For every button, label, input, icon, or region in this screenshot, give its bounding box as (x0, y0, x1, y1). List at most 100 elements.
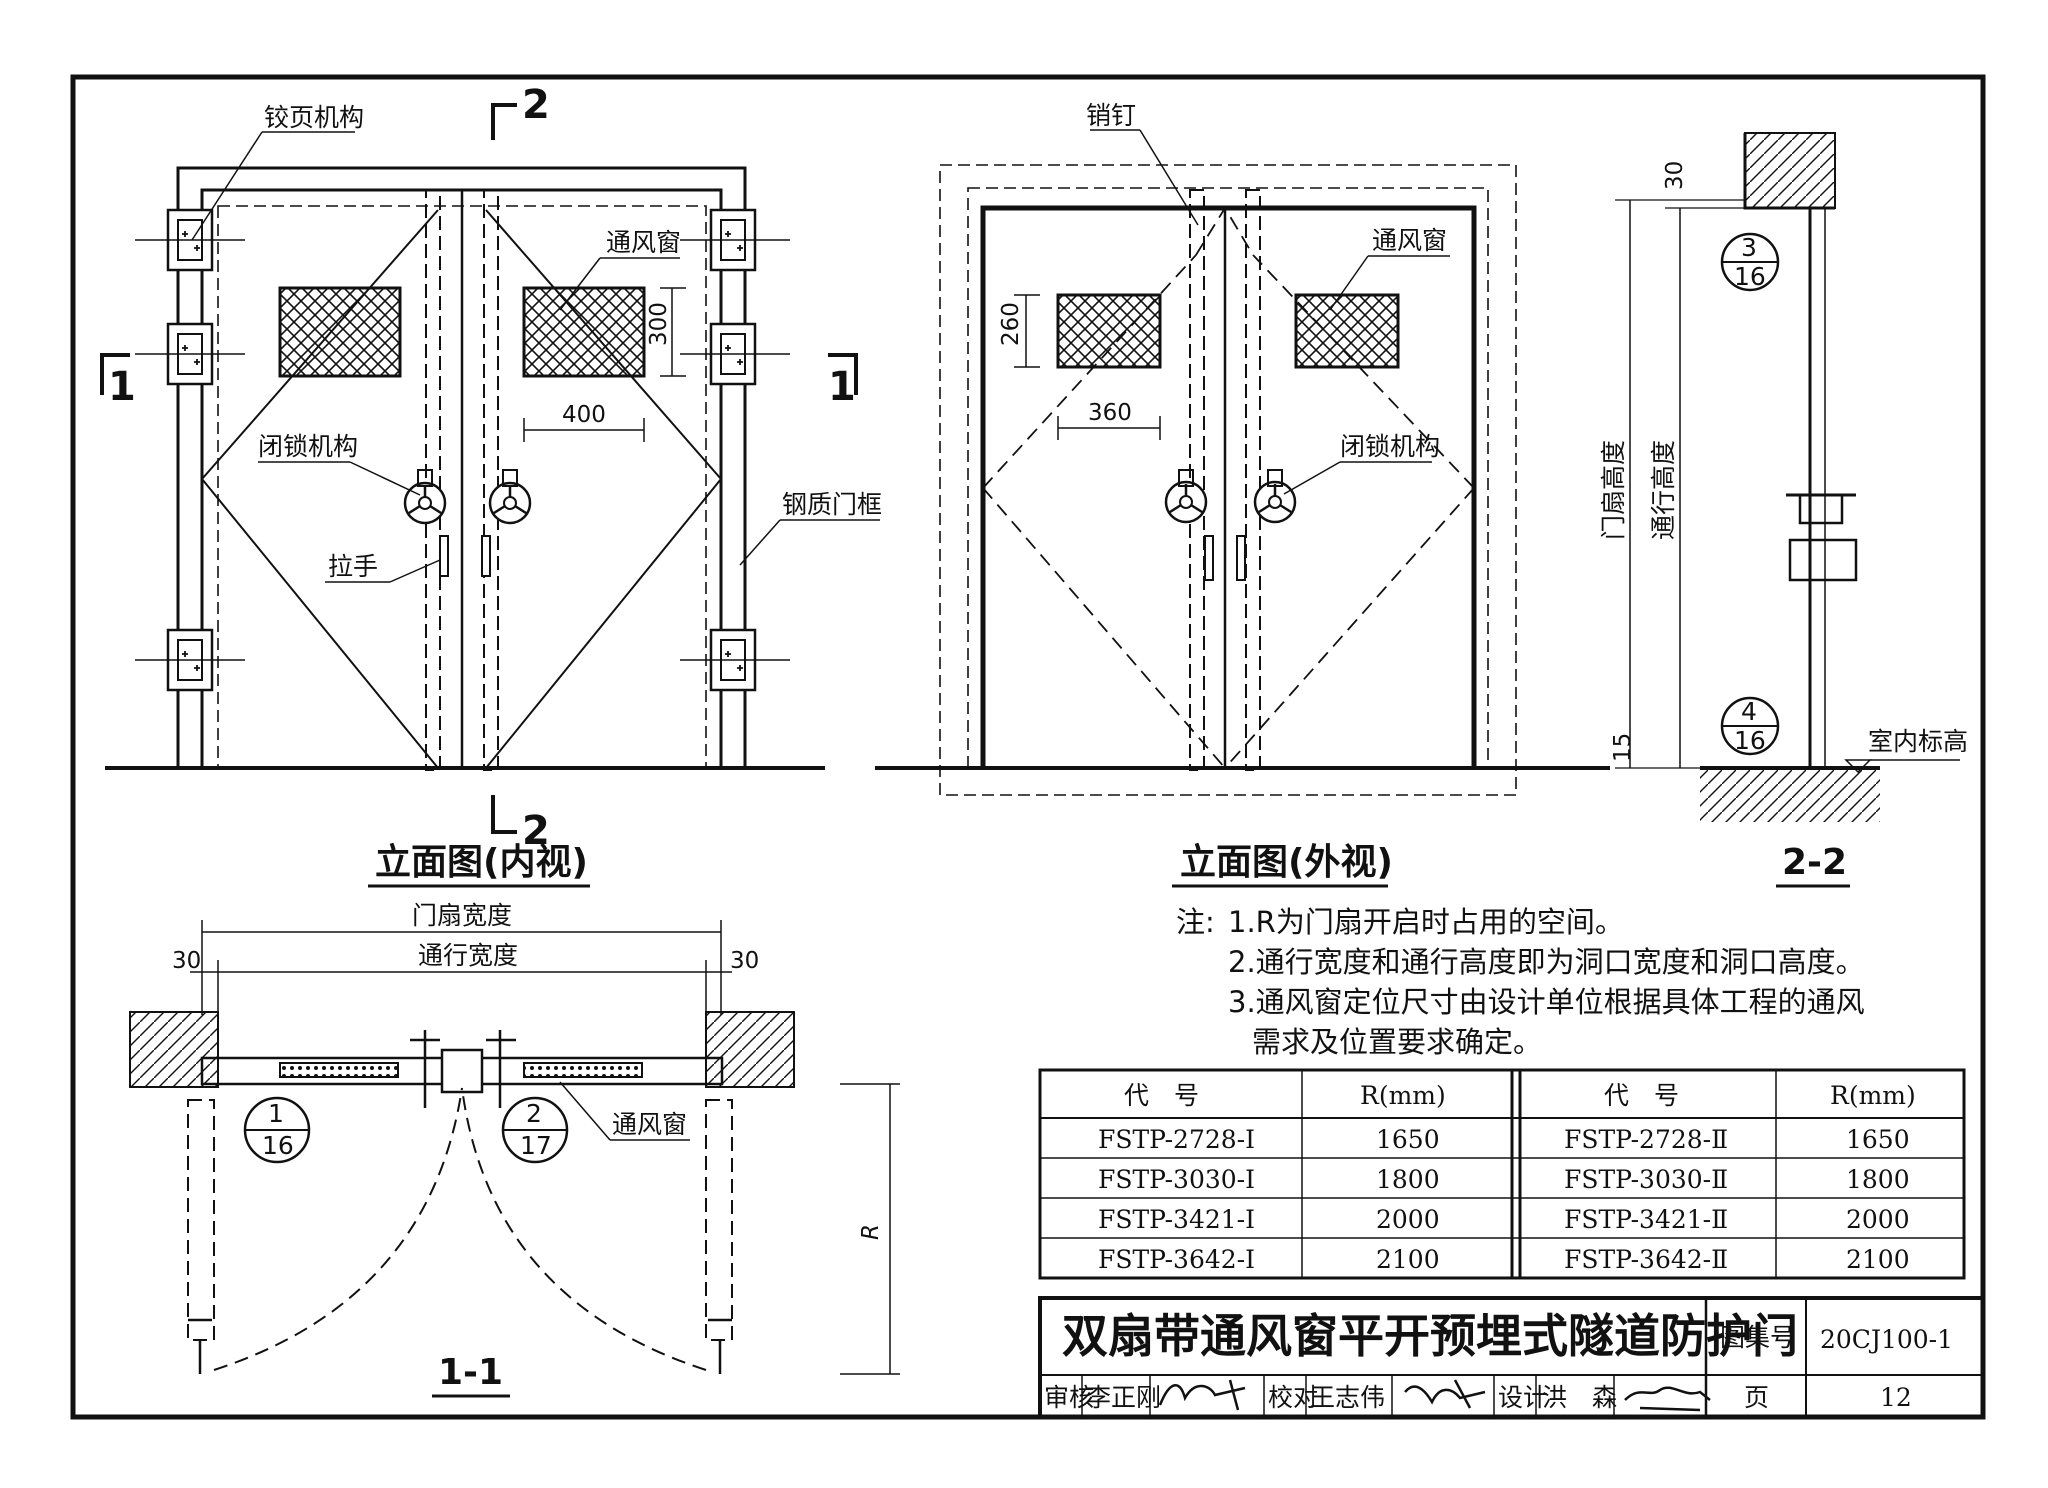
table-cell: FSTP-3421-Ⅱ (1564, 1205, 1728, 1234)
title-section-2-2: 2-2 (1782, 842, 1847, 883)
dim-1-1-left: 30 (172, 948, 201, 974)
label-vent-1-1: 通风窗 (612, 1110, 687, 1139)
svg-text:16: 16 (1734, 262, 1766, 291)
checker-signature (1404, 1379, 1486, 1409)
notes: 注: 1.R为门扇开启时占用的空间。 2.通行宽度和通行高度即为洞口宽度和洞口高… (1176, 905, 1865, 1059)
label-hinge: 铰页机构 (264, 103, 364, 132)
vent-window-outer-left (1056, 293, 1162, 369)
designer-signature (1624, 1386, 1711, 1412)
table-cell: FSTP-2728-Ⅱ (1564, 1125, 1728, 1154)
label-frame: 钢质门框 (782, 490, 882, 519)
label-leaf-width: 门扇宽度 (412, 901, 512, 930)
lock-wheel-right (488, 481, 532, 525)
svg-text:1: 1 (268, 1099, 284, 1128)
table-cell: FSTP-3642-Ⅰ (1098, 1245, 1255, 1274)
table-cell: 2000 (1846, 1205, 1910, 1234)
section-mark-1-right: 1 (828, 364, 856, 410)
label-vent-outer: 通风窗 (1372, 226, 1447, 255)
elevation-outer: 260 360 销钉 通风窗 闭锁机构 立面图(外视) (875, 101, 1610, 888)
handle-left (439, 535, 449, 577)
table-cell: 1800 (1846, 1165, 1910, 1194)
callout-2-17: 2 17 (501, 1096, 569, 1164)
checker-name: 王志伟 (1310, 1383, 1385, 1412)
note-line-3: 3.通风窗定位尺寸由设计单位根据具体工程的通风 (1228, 985, 1865, 1019)
title-elevation-inner: 立面图(内视) (375, 842, 588, 883)
table-cell: FSTP-2728-Ⅰ (1098, 1125, 1255, 1154)
check-label: 校对 (1268, 1383, 1318, 1412)
section-2-2: 30 15 门扇高度 通行高度 3 16 4 16 室内标高 2-2 (1599, 132, 1968, 888)
vent-window-outer-right (1294, 293, 1400, 369)
dim-2-2-bottom: 15 (1610, 733, 1636, 762)
title-section-1-1: 1-1 (438, 1352, 503, 1393)
lock-wheel-left (403, 481, 447, 525)
vent-window-right (522, 286, 646, 378)
svg-text:3: 3 (1741, 233, 1757, 262)
label-pin: 销钉 (1086, 101, 1136, 130)
table-cell: FSTP-3421-Ⅰ (1098, 1205, 1255, 1234)
label-pass-height: 通行高度 (1649, 440, 1678, 540)
design-label: 设计 (1498, 1383, 1548, 1412)
dim-1-1-right: 30 (730, 948, 759, 974)
section-1-1: 门扇宽度 通行宽度 30 30 R 1 16 2 (129, 901, 900, 1398)
label-pass-width: 通行宽度 (418, 941, 518, 970)
dim-outer-vent-height: 260 (998, 302, 1024, 346)
table-cell: FSTP-3642-Ⅱ (1564, 1245, 1728, 1274)
table-cell: 2000 (1376, 1205, 1440, 1234)
svg-text:4: 4 (1741, 697, 1757, 726)
svg-text:16: 16 (262, 1131, 294, 1160)
th-r-2: R(mm) (1830, 1081, 1916, 1110)
note-line-4: 需求及位置要求确定。 (1252, 1025, 1542, 1059)
notes-prefix: 注: (1176, 905, 1215, 939)
callout-1-16: 1 16 (243, 1096, 311, 1164)
page-number: 12 (1880, 1383, 1912, 1412)
callout-4-16: 4 16 (1720, 696, 1780, 756)
reviewer-signature (1158, 1379, 1246, 1411)
dim-vent-height: 300 (646, 302, 672, 346)
designer-name: 洪 森 (1542, 1383, 1617, 1412)
dim-vent-width: 400 (562, 402, 606, 428)
elevation-inner: 300 400 铰页机构 通风窗 闭锁机构 拉手 钢质门框 2 2 1 1 立面… (100, 82, 882, 888)
svg-text:17: 17 (520, 1131, 552, 1160)
table-cell: 2100 (1376, 1245, 1440, 1274)
spec-table: 代 号 R(mm) 代 号 R(mm) FSTP-2728-Ⅰ 1650 FST… (1038, 1068, 1966, 1280)
atlas-label: 图集号 (1720, 1323, 1795, 1352)
th-code-2: 代 号 (1604, 1081, 1679, 1110)
page-label: 页 (1744, 1383, 1769, 1412)
label-radius: R (858, 1224, 884, 1240)
th-r-1: R(mm) (1360, 1081, 1446, 1110)
note-line-1: 1.R为门扇开启时占用的空间。 (1228, 905, 1624, 939)
svg-text:16: 16 (1734, 726, 1766, 755)
title-elevation-outer: 立面图(外视) (1180, 842, 1393, 883)
table-cell: 1800 (1376, 1165, 1440, 1194)
table-cell: FSTP-3030-Ⅰ (1098, 1165, 1255, 1194)
table-cell: 1650 (1376, 1125, 1440, 1154)
table-cell: FSTP-3030-Ⅱ (1564, 1165, 1728, 1194)
label-leaf-height: 门扇高度 (1599, 440, 1628, 540)
dim-outer-vent-width: 360 (1088, 400, 1132, 426)
label-lock-outer: 闭锁机构 (1340, 432, 1440, 461)
sheet-border (70, 74, 1986, 1420)
drawing-title: 双扇带通风窗平开预埋式隧道防护门 (1062, 1309, 1798, 1363)
reviewer-name: 李正刚 (1086, 1383, 1161, 1412)
label-floor-level: 室内标高 (1868, 727, 1968, 756)
steel-frame (176, 166, 747, 768)
table-cell: 1650 (1846, 1125, 1910, 1154)
dim-2-2-top: 30 (1662, 161, 1688, 190)
label-handle: 拉手 (328, 552, 378, 581)
title-block: 双扇带通风窗平开预埋式隧道防护门 图集号 20CJ100-1 审核 李正刚 校对… (1038, 1296, 1985, 1419)
table-cell: 2100 (1846, 1245, 1910, 1274)
label-lock-inner: 闭锁机构 (258, 432, 358, 461)
note-line-2: 2.通行宽度和通行高度即为洞口宽度和洞口高度。 (1228, 945, 1865, 979)
section-mark-2-bottom: 2 (522, 808, 550, 854)
section-mark-2-top: 2 (522, 82, 550, 128)
label-vent-inner: 通风窗 (606, 228, 681, 257)
review-label: 审核 (1044, 1383, 1094, 1412)
vent-window-left (278, 286, 402, 378)
handle-right (481, 535, 491, 577)
th-code-1: 代 号 (1124, 1081, 1199, 1110)
atlas-number: 20CJ100-1 (1820, 1325, 1953, 1354)
section-mark-1-left: 1 (108, 364, 136, 410)
callout-3-16: 3 16 (1720, 232, 1780, 292)
svg-text:2: 2 (526, 1099, 542, 1128)
